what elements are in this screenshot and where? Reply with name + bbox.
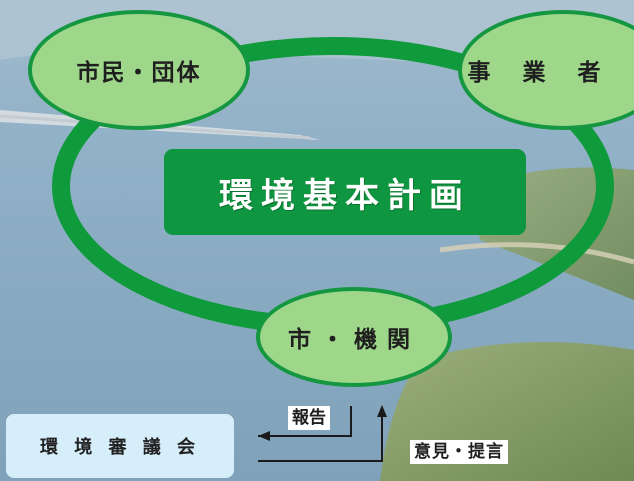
environmental-council-node: 環 境 審 議 会	[6, 414, 234, 478]
report-label: 報告	[288, 406, 330, 430]
city-agency-node: 市・機関	[256, 287, 452, 387]
report-arrow	[258, 406, 352, 437]
citizens-node: 市民・団体	[28, 10, 250, 130]
opinion-label: 意見・提言	[410, 440, 508, 464]
report-arrowhead	[258, 431, 270, 441]
environmental-plan-node: 環境基本計画	[164, 149, 526, 235]
opinion-arrowhead	[377, 405, 387, 417]
opinion-arrow	[258, 412, 383, 462]
business-node: 事 業 者	[458, 10, 634, 130]
